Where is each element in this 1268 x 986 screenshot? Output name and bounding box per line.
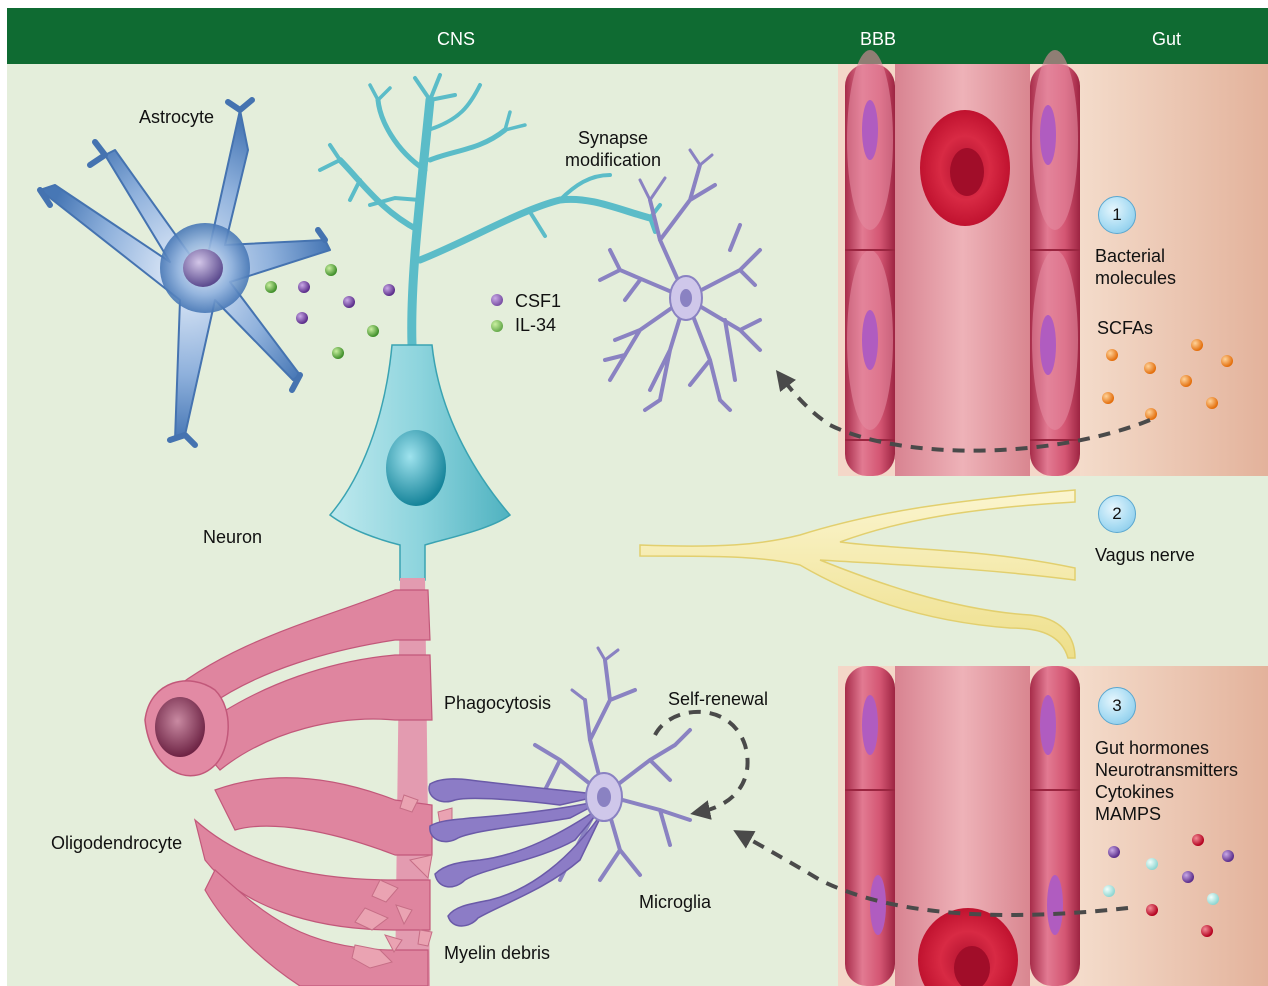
pathway-2-badge: 2 xyxy=(1098,495,1136,533)
csf1-legend-label: CSF1 xyxy=(515,290,561,312)
neurotransmitters-label: Neurotransmitters xyxy=(1095,759,1238,781)
cytokines-label: Cytokines xyxy=(1095,781,1238,803)
myelin-debris-label: Myelin debris xyxy=(444,942,550,964)
red-blood-cell xyxy=(920,110,1010,226)
synapse-modification-line-2: modification xyxy=(560,149,666,171)
mamps-label: MAMPS xyxy=(1095,803,1238,825)
pathway-3-badge: 3 xyxy=(1098,687,1136,725)
pathway-1-text: Bacterial molecules xyxy=(1095,245,1176,289)
header-label-cns: CNS xyxy=(437,29,475,50)
neuron-label: Neuron xyxy=(203,526,262,548)
gut-hormones-label: Gut hormones xyxy=(1095,737,1238,759)
il34-legend-label: IL-34 xyxy=(515,314,556,336)
pathway-1-line-2: molecules xyxy=(1095,267,1176,289)
astrocyte-label: Astrocyte xyxy=(139,106,214,128)
blood-vessel-lower xyxy=(838,666,1080,986)
pathway-3-text: Gut hormones Neurotransmitters Cytokines… xyxy=(1095,737,1238,825)
csf1-legend-dot xyxy=(491,294,503,306)
synapse-modification-label: Synapse modification xyxy=(560,127,666,171)
oligodendrocyte-label: Oligodendrocyte xyxy=(51,832,182,854)
header-label-bbb: BBB xyxy=(860,29,896,50)
synapse-modification-line-1: Synapse xyxy=(560,127,666,149)
scfas-label: SCFAs xyxy=(1097,317,1153,339)
vagus-nerve-label: Vagus nerve xyxy=(1095,544,1195,566)
header-bar xyxy=(7,8,1268,64)
microglia-label: Microglia xyxy=(639,891,711,913)
blood-vessel-upper xyxy=(838,50,1080,476)
self-renewal-label: Self-renewal xyxy=(668,688,768,710)
header-label-gut: Gut xyxy=(1152,29,1181,50)
il34-legend-dot xyxy=(491,320,503,332)
pathway-1-line-1: Bacterial xyxy=(1095,245,1176,267)
phagocytosis-label: Phagocytosis xyxy=(444,692,551,714)
pathway-1-badge: 1 xyxy=(1098,196,1136,234)
